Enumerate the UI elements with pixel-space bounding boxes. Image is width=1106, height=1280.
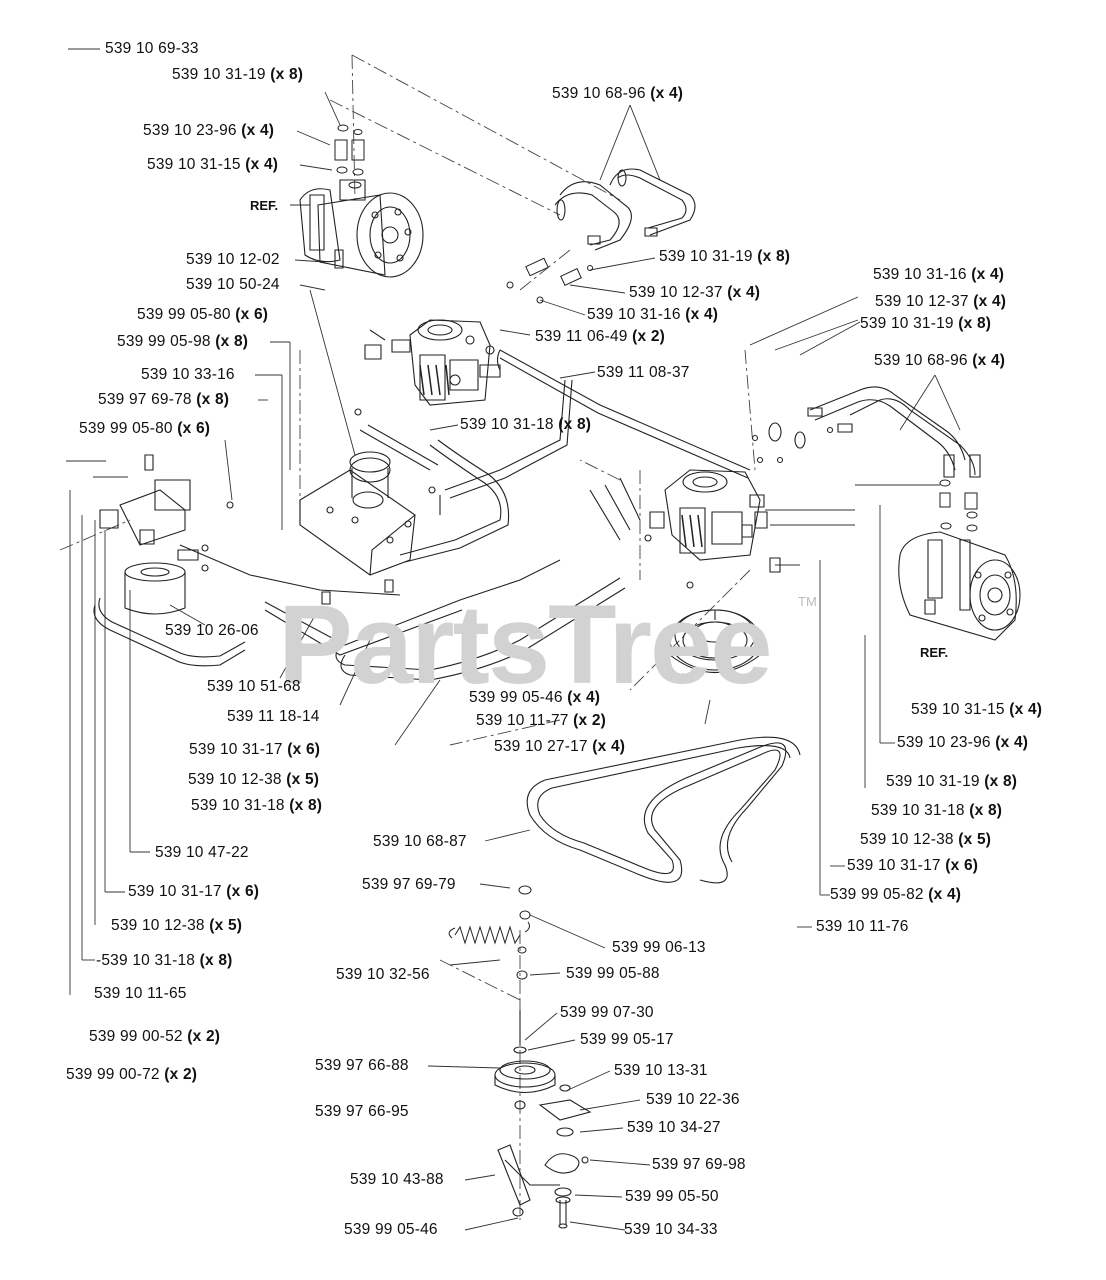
part-label[interactable]: 539 10 31-16 (x 4) bbox=[873, 266, 1005, 283]
part-label[interactable]: 539 10 34-27 bbox=[627, 1119, 721, 1136]
part-label[interactable]: 539 10 34-33 bbox=[624, 1221, 718, 1238]
left-pump bbox=[355, 320, 500, 493]
part-label[interactable]: 539 97 66-88 bbox=[315, 1057, 409, 1074]
part-label[interactable]: -539 10 31-18 (x 8) bbox=[96, 952, 233, 969]
part-label[interactable]: 539 10 12-37 (x 4) bbox=[875, 293, 1007, 310]
part-label[interactable]: 539 10 51-68 bbox=[207, 678, 301, 695]
part-label[interactable]: 539 10 12-02 bbox=[186, 251, 280, 268]
part-label[interactable]: 539 10 32-56 bbox=[336, 966, 430, 983]
part-label[interactable]: 539 10 31-18 (x 8) bbox=[191, 797, 323, 814]
part-label[interactable]: 539 99 05-82 (x 4) bbox=[830, 886, 962, 903]
part-label[interactable]: 539 10 26-06 bbox=[165, 622, 259, 639]
partstree-watermark: PartsTree bbox=[278, 582, 773, 707]
part-label[interactable]: 539 10 31-17 (x 6) bbox=[847, 857, 979, 874]
part-label[interactable]: 539 99 00-52 (x 2) bbox=[89, 1028, 221, 1045]
part-label[interactable]: 539 10 68-87 bbox=[373, 833, 467, 850]
part-label[interactable]: 539 99 05-80 (x 6) bbox=[137, 306, 269, 323]
part-label[interactable]: 539 99 05-80 (x 6) bbox=[79, 420, 211, 437]
part-label[interactable]: 539 99 05-46 (x 4) bbox=[469, 689, 601, 706]
part-label[interactable]: 539 10 31-19 (x 8) bbox=[659, 248, 791, 265]
part-label[interactable]: 539 10 12-38 (x 5) bbox=[111, 917, 243, 934]
part-label[interactable]: 539 97 69-79 bbox=[362, 876, 456, 893]
ref-label-right-motor: REF. bbox=[920, 645, 949, 660]
part-label[interactable]: 539 10 23-96 (x 4) bbox=[143, 122, 275, 139]
ref-label-left-motor: REF. bbox=[250, 198, 279, 213]
reservoir-tank bbox=[300, 452, 415, 604]
right-motor-fittings bbox=[940, 480, 977, 531]
part-label[interactable]: 539 11 18-14 bbox=[227, 708, 320, 725]
part-label[interactable]: 539 10 43-88 bbox=[350, 1171, 444, 1188]
part-label[interactable]: 539 99 06-13 bbox=[612, 939, 706, 956]
part-label[interactable]: 539 10 31-16 (x 4) bbox=[587, 306, 719, 323]
idler-spring bbox=[449, 886, 531, 979]
part-label[interactable]: 539 10 27-17 (x 4) bbox=[494, 738, 626, 755]
part-label[interactable]: 539 10 13-31 bbox=[614, 1062, 708, 1079]
part-label[interactable]: 539 10 23-96 (x 4) bbox=[897, 734, 1029, 751]
drive-belt bbox=[527, 737, 800, 883]
right-hoses bbox=[753, 387, 981, 477]
part-label[interactable]: 539 10 68-96 (x 4) bbox=[552, 85, 684, 102]
part-label[interactable]: 539 10 33-16 bbox=[141, 366, 235, 383]
left-wheel-motor bbox=[300, 180, 423, 277]
part-label[interactable]: 539 10 12-37 (x 4) bbox=[629, 284, 761, 301]
part-label[interactable]: 539 10 31-15 (x 4) bbox=[911, 701, 1043, 718]
part-label[interactable]: 539 10 31-17 (x 6) bbox=[128, 883, 260, 900]
part-label[interactable]: 539 97 69-98 bbox=[652, 1156, 746, 1173]
part-label[interactable]: 539 10 12-38 (x 5) bbox=[188, 771, 320, 788]
part-label[interactable]: 539 99 05-46 bbox=[344, 1221, 438, 1238]
upper-hoses bbox=[555, 169, 695, 250]
part-label[interactable]: 539 10 68-96 (x 4) bbox=[874, 352, 1006, 369]
part-label[interactable]: 539 10 50-24 bbox=[186, 276, 280, 293]
part-label[interactable]: 539 97 69-78 (x 8) bbox=[98, 391, 230, 408]
part-label[interactable]: 539 10 31-18 (x 8) bbox=[871, 802, 1003, 819]
center-fittings bbox=[507, 258, 593, 303]
part-label[interactable]: 539 10 31-15 (x 4) bbox=[147, 156, 279, 173]
part-label[interactable]: 539 99 05-17 bbox=[580, 1031, 674, 1048]
part-label[interactable]: 539 10 22-36 bbox=[646, 1091, 740, 1108]
part-label[interactable]: 539 10 31-18 (x 8) bbox=[460, 416, 592, 433]
part-label[interactable]: 539 10 11-76 bbox=[816, 918, 909, 935]
trademark-symbol: TM bbox=[798, 594, 817, 609]
part-label[interactable]: 539 11 06-49 (x 2) bbox=[535, 328, 665, 345]
part-label[interactable]: 539 10 31-19 (x 8) bbox=[886, 773, 1018, 790]
hydraulic-filter bbox=[100, 455, 233, 614]
right-pump bbox=[645, 470, 780, 588]
part-label[interactable]: 539 10 11-65 bbox=[94, 985, 187, 1002]
part-label[interactable]: 539 99 05-88 bbox=[566, 965, 660, 982]
part-label[interactable]: 539 10 12-38 (x 5) bbox=[860, 831, 992, 848]
right-wheel-motor bbox=[899, 532, 1020, 640]
part-label[interactable]: 539 11 08-37 bbox=[597, 364, 690, 381]
part-label[interactable]: 539 97 66-95 bbox=[315, 1103, 409, 1120]
part-label[interactable]: 539 99 00-72 (x 2) bbox=[66, 1066, 198, 1083]
part-label[interactable]: 539 10 31-19 (x 8) bbox=[860, 315, 992, 332]
part-label[interactable]: 539 99 05-98 (x 8) bbox=[117, 333, 249, 350]
part-label[interactable]: 539 10 11-77 (x 2) bbox=[476, 712, 606, 729]
center-pulley bbox=[670, 610, 760, 681]
upper-left-fittings bbox=[335, 125, 364, 188]
part-label[interactable]: 539 99 05-50 bbox=[625, 1188, 719, 1205]
part-label[interactable]: 539 10 31-17 (x 6) bbox=[189, 741, 321, 758]
idler-pulley-assembly bbox=[495, 1010, 590, 1228]
part-label[interactable]: 539 10 69-33 bbox=[105, 40, 199, 57]
part-label[interactable]: 539 99 07-30 bbox=[560, 1004, 654, 1021]
part-label[interactable]: 539 10 47-22 bbox=[155, 844, 249, 861]
hose-loops bbox=[94, 330, 750, 680]
part-label[interactable]: 539 10 31-19 (x 8) bbox=[172, 66, 304, 83]
leader-lines bbox=[66, 49, 960, 1230]
